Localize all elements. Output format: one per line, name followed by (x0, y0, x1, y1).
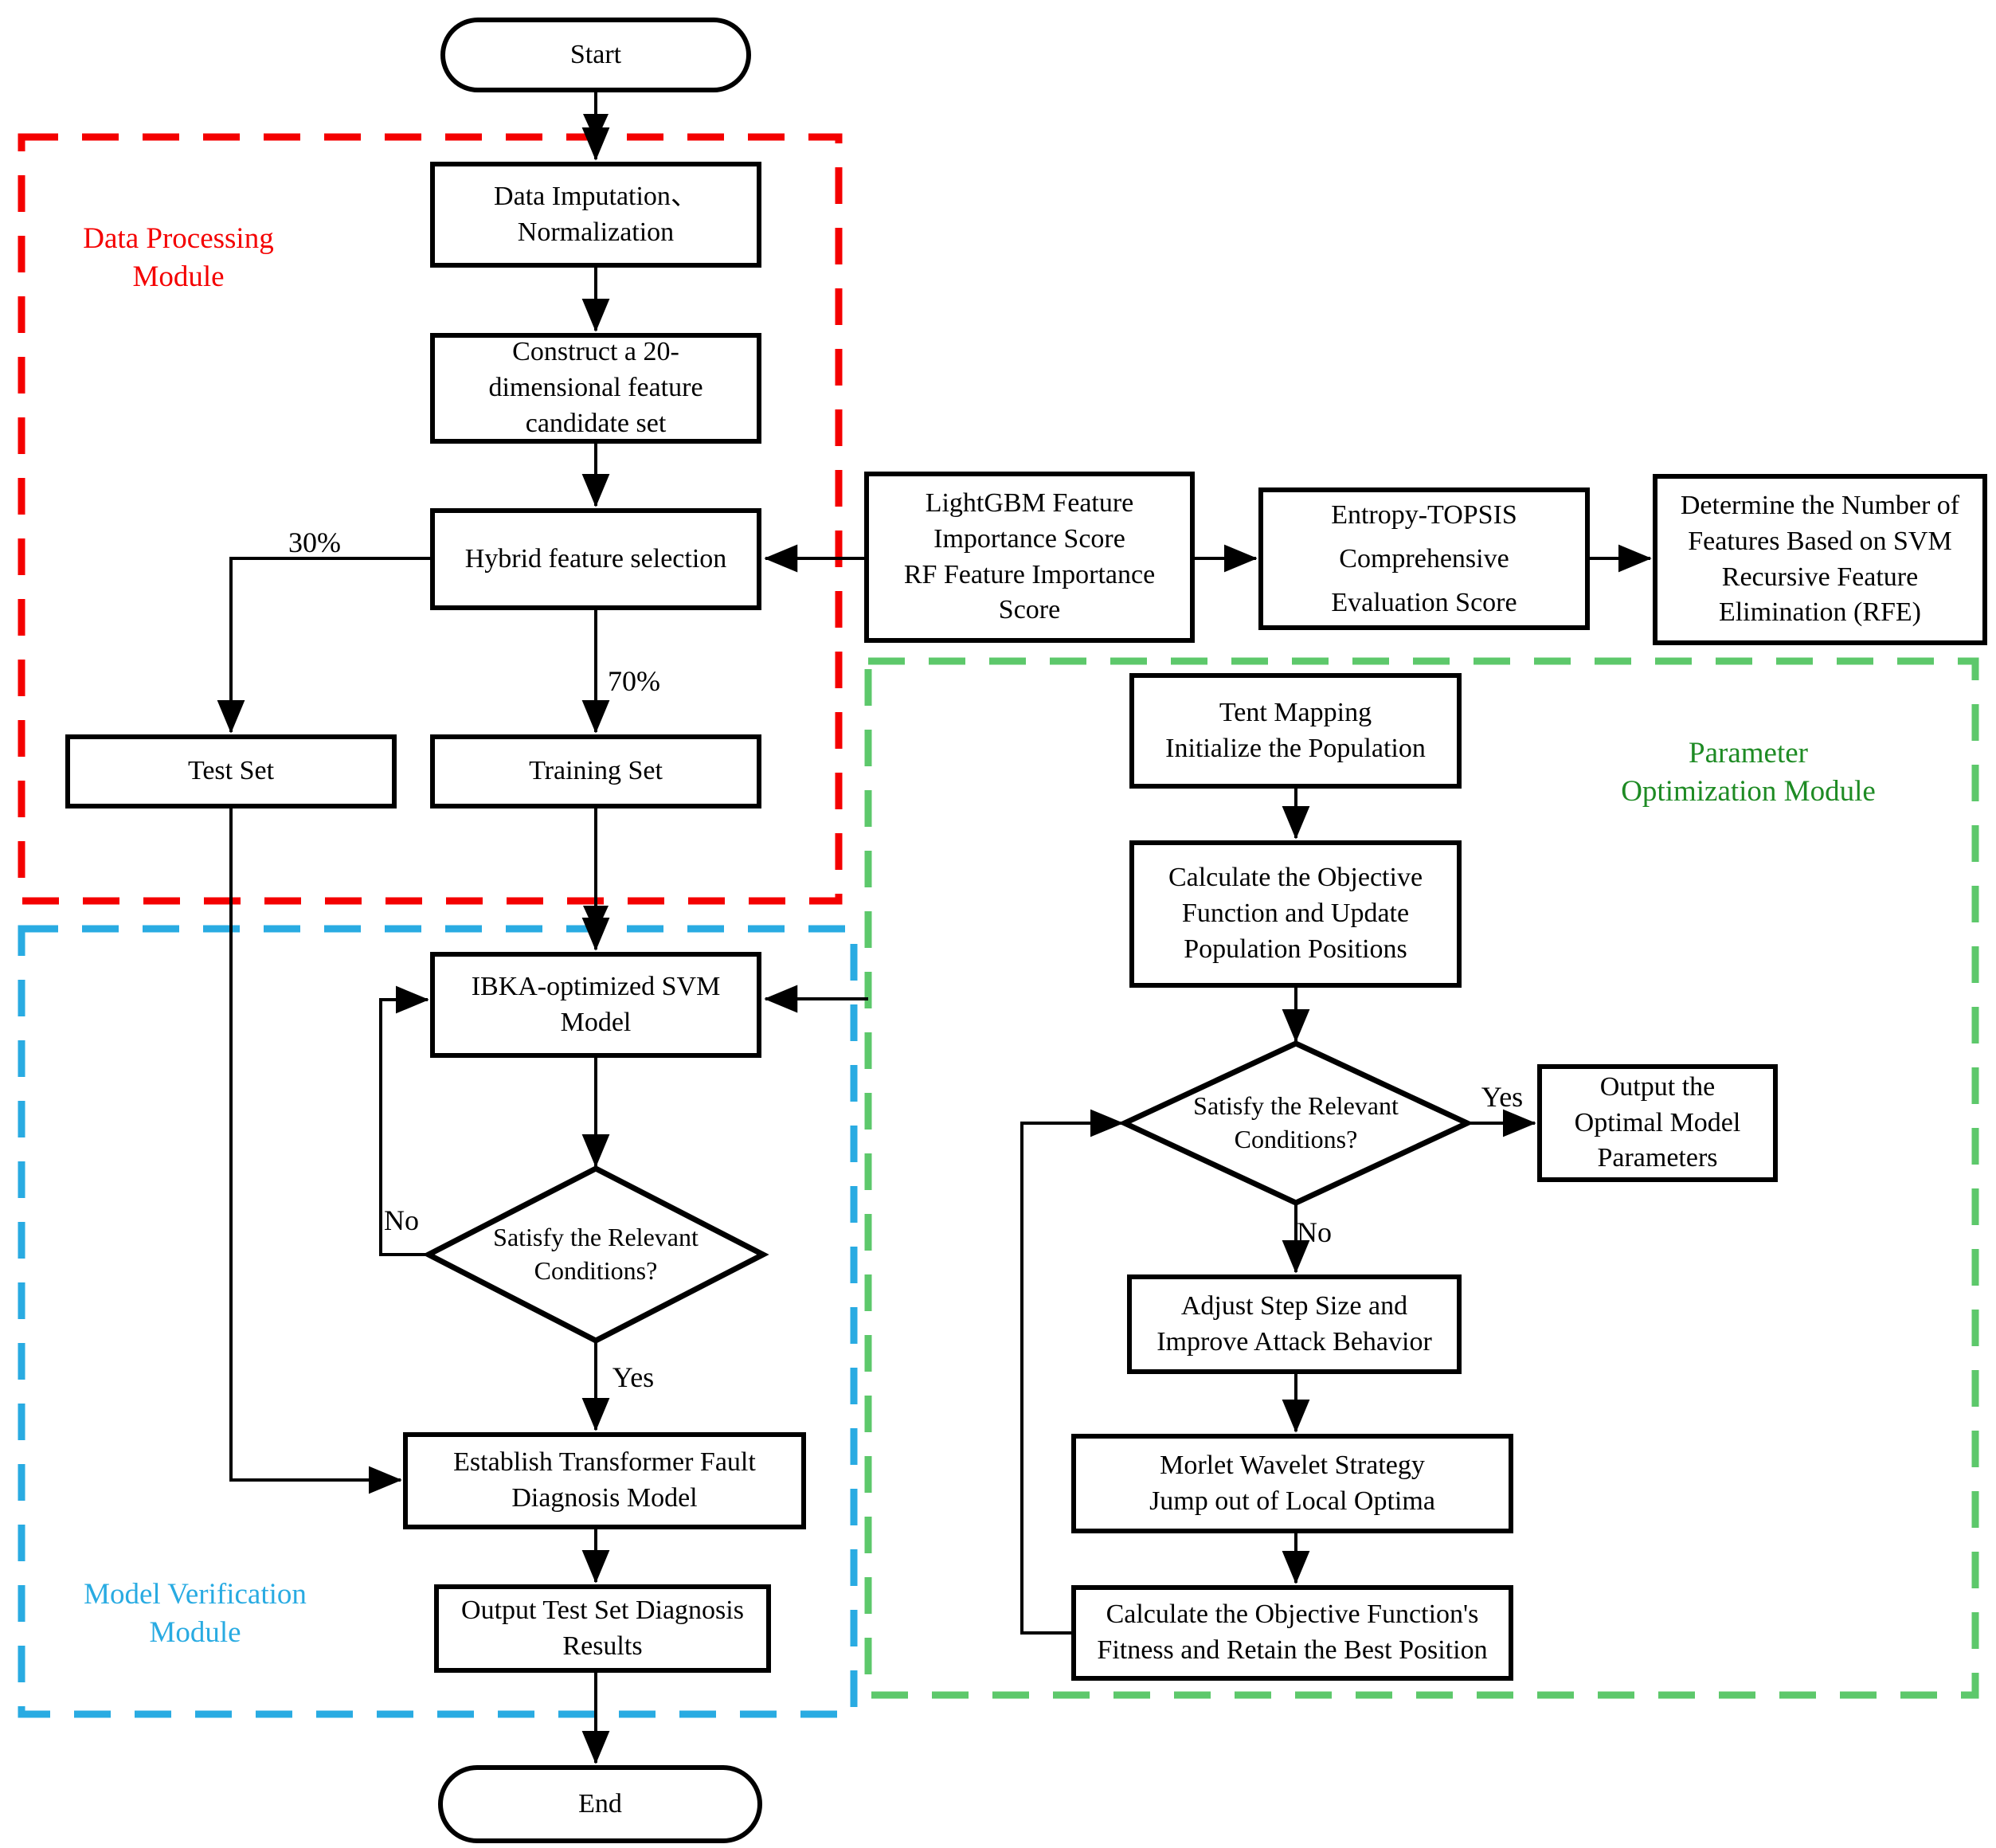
node-hybrid-feature-selection-label: Hybrid feature selection (464, 543, 727, 574)
node-morlet-wavelet-label: Morlet Wavelet Strategy Jump out of Loca… (1149, 1450, 1435, 1516)
node-entropy-topsis: Entropy-TOPSIS Comprehensive Evaluation … (1258, 487, 1590, 630)
node-calc-objective: Calculate the Objective Function and Upd… (1129, 840, 1462, 988)
node-ibka-svm-model-label: IBKA-optimized SVM Model (471, 971, 721, 1037)
node-tent-mapping-label: Tent Mapping Initialize the Population (1165, 697, 1426, 763)
edge-calcfitness-loop-to-po-condition (1020, 1109, 1124, 1635)
edge-label-30-percent: 30% (288, 527, 341, 558)
node-establish-diagnosis-model-label: Establish Transformer Fault Diagnosis Mo… (453, 1447, 756, 1513)
node-adjust-step-size-label: Adjust Step Size and Improve Attack Beha… (1157, 1290, 1432, 1357)
parameter-optimization-module-border (864, 657, 1979, 1699)
decision-po-condition-label: Satisfy the Relevant Conditions? (1193, 1091, 1399, 1153)
model-verification-module-label-text: Model Verification Module (84, 1578, 307, 1650)
model-verification-module-border (18, 925, 858, 1718)
node-lightgbm-rf-score-label: LightGBM Feature Importance Score RF Fea… (903, 487, 1156, 625)
node-output-test-results: Output Test Set Diagnosis Results (434, 1584, 771, 1673)
edge-label-po-no: No (1297, 1216, 1332, 1248)
node-hybrid-feature-selection: Hybrid feature selection (430, 508, 761, 610)
node-calc-objective-label: Calculate the Objective Function and Upd… (1168, 863, 1423, 964)
decision-mv-condition: Satisfy the Relevant Conditions? (452, 1207, 739, 1302)
node-calc-fitness-label: Calculate the Objective Function's Fitne… (1097, 1599, 1488, 1665)
node-output-test-results-label: Output Test Set Diagnosis Results (461, 1595, 744, 1661)
node-construct-feature-set: Construct a 20- dimensional feature cand… (430, 333, 761, 444)
node-start-label: Start (569, 39, 622, 69)
edge-testset-to-establish (229, 808, 402, 1494)
edge-mv-no-loop (379, 985, 429, 1256)
node-output-optimal-params: Output the Optimal Model Parameters (1537, 1064, 1778, 1182)
node-morlet-wavelet: Morlet Wavelet Strategy Jump out of Loca… (1071, 1434, 1513, 1533)
node-training-set: Training Set (430, 734, 761, 808)
edge-training-border-arrowhead (583, 906, 609, 934)
node-data-imputation: Data Imputation、 Normalization (430, 162, 761, 268)
node-data-imputation-label: Data Imputation、 Normalization (494, 181, 698, 247)
node-end-label: End (578, 1788, 622, 1819)
node-calc-fitness: Calculate the Objective Function's Fitne… (1071, 1585, 1513, 1681)
node-tent-mapping: Tent Mapping Initialize the Population (1129, 673, 1462, 789)
parameter-optimization-module-label: Parameter Optimization Module (1589, 734, 1908, 811)
node-end: End (438, 1765, 762, 1843)
decision-po-condition: Satisfy the Relevant Conditions? (1160, 1075, 1431, 1171)
edge-label-mv-no: No (384, 1204, 419, 1236)
node-entropy-topsis-label: Entropy-TOPSIS Comprehensive Evaluation … (1331, 499, 1517, 618)
edge-label-70-percent: 70% (608, 665, 660, 697)
node-test-set-label: Test Set (187, 756, 275, 786)
edge-start-border-arrowhead (583, 114, 609, 142)
edge-label-po-yes: Yes (1481, 1081, 1524, 1113)
node-output-optimal-params-label: Output the Optimal Model Parameters (1574, 1071, 1741, 1173)
edge-label-mv-yes: Yes (612, 1361, 655, 1393)
decision-mv-condition-label: Satisfy the Relevant Conditions? (493, 1223, 699, 1285)
node-start: Start (440, 18, 751, 92)
node-adjust-step-size: Adjust Step Size and Improve Attack Beha… (1127, 1274, 1462, 1374)
node-establish-diagnosis-model: Establish Transformer Fault Diagnosis Mo… (403, 1432, 806, 1529)
node-svm-rfe: Determine the Number of Features Based o… (1653, 474, 1987, 645)
node-svm-rfe-label: Determine the Number of Features Based o… (1680, 490, 1960, 628)
node-test-set: Test Set (65, 734, 397, 808)
decision-mv-condition-shape (422, 1165, 769, 1344)
node-construct-feature-set-label: Construct a 20- dimensional feature cand… (488, 337, 703, 438)
parameter-optimization-module-label-text: Parameter Optimization Module (1621, 737, 1876, 808)
data-processing-module-label-text: Data Processing Module (83, 222, 274, 294)
edge-hybrid-to-testset (217, 557, 430, 734)
node-training-set-label: Training Set (529, 756, 663, 786)
node-ibka-svm-model: IBKA-optimized SVM Model (430, 952, 761, 1058)
node-lightgbm-rf-score: LightGBM Feature Importance Score RF Fea… (864, 472, 1195, 643)
model-verification-module-label: Model Verification Module (64, 1576, 327, 1652)
data-processing-module-label: Data Processing Module (71, 220, 286, 296)
decision-po-condition-shape (1117, 1040, 1474, 1206)
